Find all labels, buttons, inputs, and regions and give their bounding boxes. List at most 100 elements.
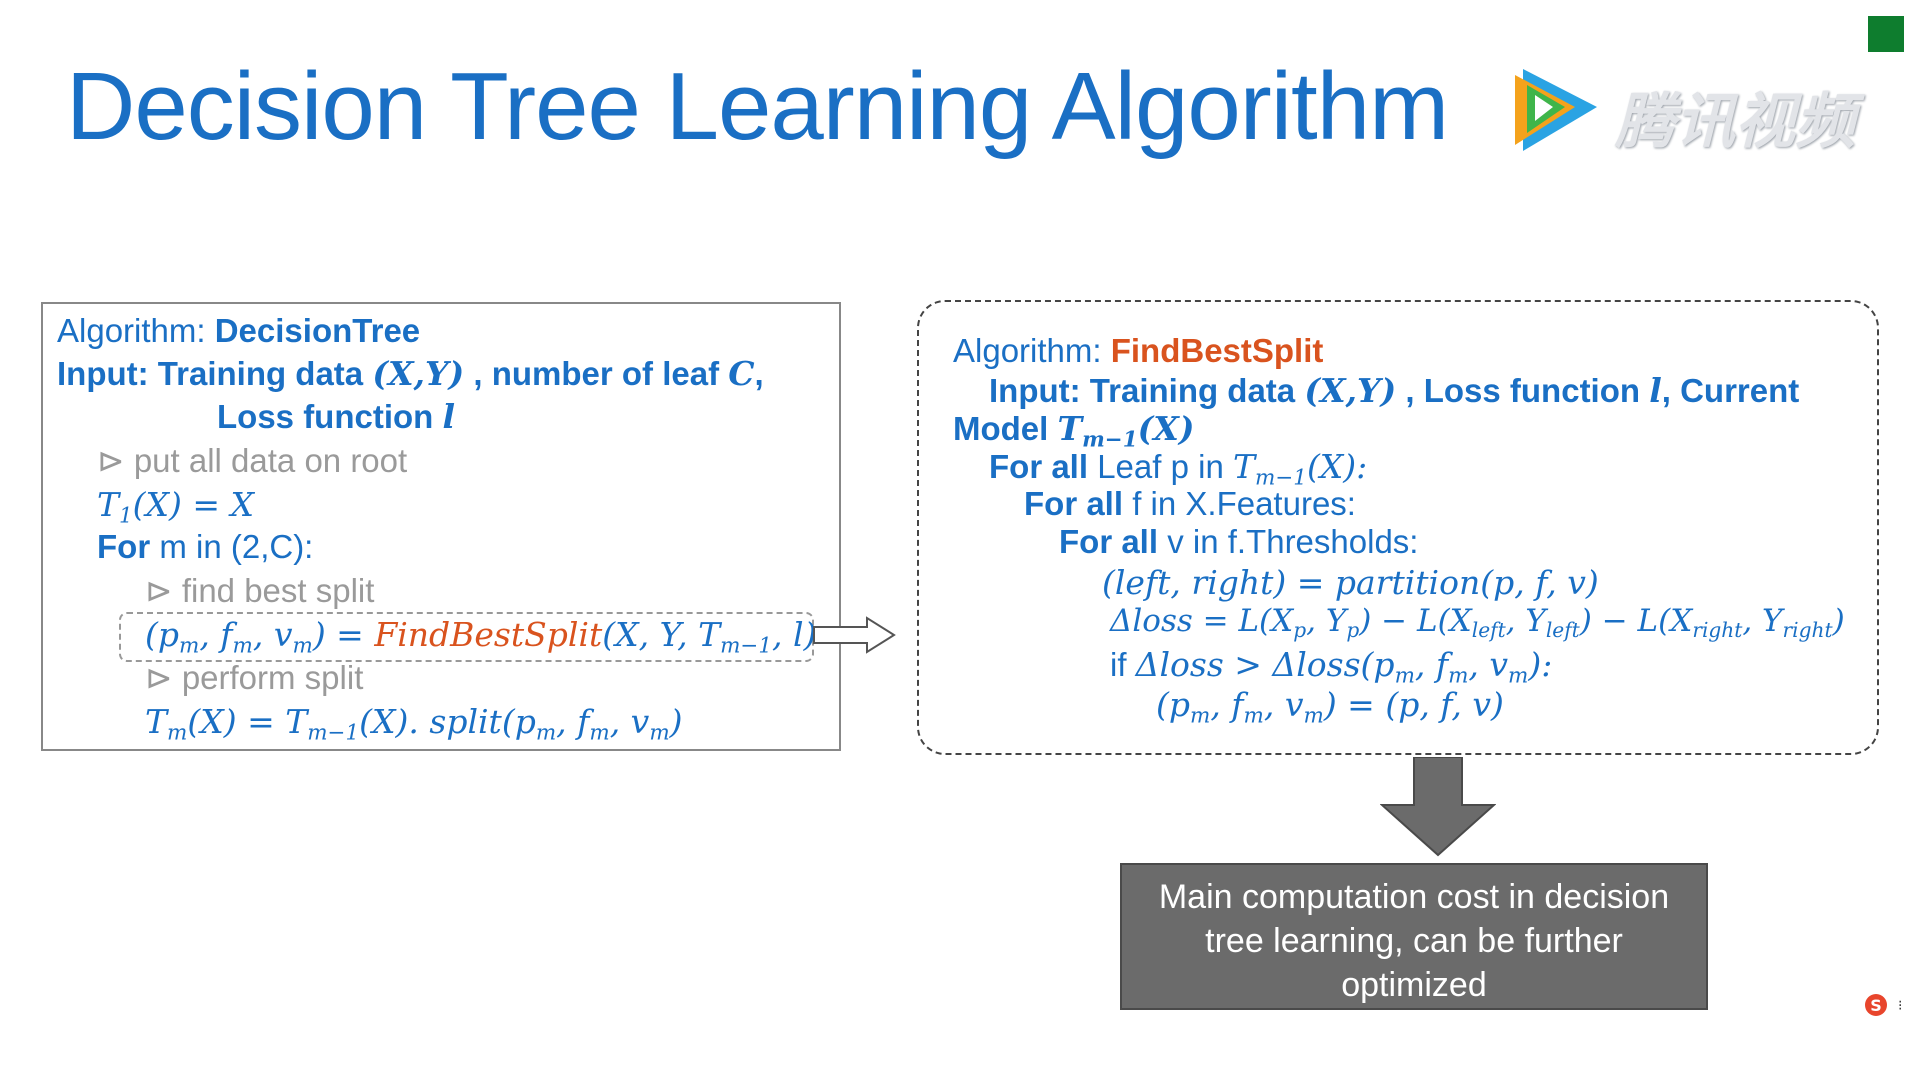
tm-f: , f <box>556 702 590 741</box>
decisiontree-header: Algorithm: DecisionTree <box>57 312 420 350</box>
dloss-part: Δloss = L(X <box>1110 603 1294 639</box>
if-condition-line: if Δloss > Δloss(pm, fm, vm): <box>1110 645 1552 688</box>
split-f: , f <box>199 615 233 654</box>
callout-line: Main computation cost in decision <box>1158 878 1670 916</box>
split-args-sub: m−1 <box>720 633 773 659</box>
if-sub: m <box>1448 663 1469 689</box>
dloss-part: , Y <box>1742 603 1783 639</box>
split-args-end: , l) <box>772 615 817 654</box>
dloss-part: , Y <box>1306 603 1347 639</box>
slide-title: Decision Tree Learning Algorithm <box>66 53 1449 160</box>
arrow-down-icon <box>1380 757 1496 857</box>
decisiontree-loss-line: Loss function l <box>217 397 455 436</box>
tm-sub: m <box>649 720 670 746</box>
dloss-sub: right <box>1782 618 1833 643</box>
dloss-part: , Y <box>1505 603 1546 639</box>
split-sub: m <box>179 633 200 659</box>
comment-find-split: ⊳ find best split <box>145 572 375 609</box>
for-all-features-line: For all f in X.Features: <box>1024 485 1356 523</box>
logo-text: 腾讯视频 <box>1615 87 1855 157</box>
comment-perform-split: ⊳ perform split <box>145 659 364 696</box>
find-best-split-algorithm-box <box>917 300 1879 755</box>
if-sub: m <box>1508 663 1529 689</box>
for-all-keyword: For all <box>1024 485 1124 522</box>
input-label: Input: Training data <box>57 355 373 392</box>
for-all-thresholds-line: For all v in f.Thresholds: <box>1059 523 1418 561</box>
computation-cost-callout: Main computation cost in decision tree l… <box>1120 863 1708 1010</box>
input-current: , Current <box>1661 372 1800 409</box>
forall-t: T <box>1232 447 1255 486</box>
for-all-rest: f in X.Features: <box>1123 485 1356 522</box>
input-method-icon[interactable]: S ⁝ <box>1848 990 1908 1020</box>
if-part: Δloss > Δloss(p <box>1135 645 1395 684</box>
split-eq: ) = <box>312 615 375 654</box>
assign-part: , f <box>1210 685 1244 724</box>
tm-end: ) <box>669 702 683 741</box>
dloss-part: ) − L(X <box>1359 603 1472 639</box>
assign-sub: m <box>1303 703 1324 729</box>
split-sub: m <box>292 633 313 659</box>
tm-mid: (X). split(p <box>359 702 536 741</box>
partition-line: (left, right) = partition(p, f, v) <box>1102 563 1599 602</box>
tencent-video-logo: 腾讯视频 <box>1505 55 1875 165</box>
find-best-split-call: (pm, fm, vm) = FindBestSplit(X, Y, Tm−1,… <box>145 615 816 658</box>
model-line: Model Tm−1(X) <box>953 409 1194 452</box>
init-t: T <box>97 485 120 524</box>
assign-sub: m <box>1190 703 1211 729</box>
dloss-sub: p <box>1293 618 1307 643</box>
for-all-keyword: For all <box>989 448 1089 485</box>
svg-text:S: S <box>1870 996 1882 1015</box>
callout-line: tree learning, can be further <box>1205 922 1623 960</box>
arrow-right-icon <box>813 616 896 654</box>
assign-part: ) = (p, f, v) <box>1323 685 1504 724</box>
assign-part: , v <box>1263 685 1304 724</box>
split-sub: m <box>232 633 253 659</box>
decision-tree-algorithm-box <box>41 302 841 751</box>
green-indicator <box>1868 16 1904 52</box>
tm-v: , v <box>609 702 650 741</box>
loss-l: l <box>442 397 456 436</box>
for-all-keyword: For all <box>1059 523 1159 560</box>
input-label: Input: Training data <box>989 372 1305 409</box>
input-mid: , number of leaf <box>464 355 729 392</box>
init-equation: T1(X) = X <box>97 485 254 528</box>
tm-t: T <box>145 702 168 741</box>
for-loop-line: For m in (2,C): <box>97 528 313 566</box>
for-all-rest: v in f.Thresholds: <box>1158 523 1419 560</box>
split-args: (X, Y, T <box>602 615 721 654</box>
dloss-part: ) <box>1832 603 1845 639</box>
play-logo-icon <box>1515 69 1597 151</box>
if-sub: m <box>1394 663 1415 689</box>
input-c: C <box>728 354 755 393</box>
loss-label: Loss function <box>217 398 443 435</box>
header-prefix: Algorithm: <box>953 332 1111 369</box>
algorithm-name: DecisionTree <box>214 312 421 349</box>
model-rest: (X) <box>1137 409 1195 448</box>
comment-put-root: ⊳ put all data on root <box>97 442 408 479</box>
for-all-rest: Leaf p in <box>1088 448 1233 485</box>
tree-update-equation: Tm(X) = Tm−1(X). split(pm, fm, vm) <box>145 702 683 745</box>
dloss-sub: left <box>1471 618 1506 643</box>
forall-sub: m−1 <box>1255 465 1307 491</box>
decisiontree-input-line: Input: Training data (X,Y) , number of l… <box>57 354 764 393</box>
delta-loss-line: Δloss = L(Xp, Yp) − L(Xleft, Yleft) − L(… <box>1110 603 1845 642</box>
input-math: (X,Y) <box>1304 371 1397 410</box>
if-keyword: if <box>1110 646 1136 683</box>
findbestsplit-header: Algorithm: FindBestSplit <box>953 332 1323 370</box>
model-label: Model <box>953 410 1058 447</box>
tm-sub: m−1 <box>307 720 360 746</box>
tm-sub: m <box>167 720 188 746</box>
model-sub: m−1 <box>1082 427 1138 453</box>
dloss-sub: p <box>1346 618 1360 643</box>
forall-end: (X): <box>1306 447 1368 486</box>
dloss-sub: right <box>1692 618 1743 643</box>
assign-part: (p <box>1156 685 1190 724</box>
for-all-leaf-line: For all Leaf p in Tm−1(X): <box>989 447 1367 490</box>
for-keyword: For <box>97 528 151 565</box>
if-part: , v <box>1468 645 1509 684</box>
assign-line: (pm, fm, vm) = (p, f, v) <box>1156 685 1504 728</box>
if-part: , f <box>1414 645 1449 684</box>
callout-line: optimized <box>1341 966 1487 1004</box>
tm-sub: m <box>589 720 610 746</box>
input-comma: , <box>754 355 764 392</box>
